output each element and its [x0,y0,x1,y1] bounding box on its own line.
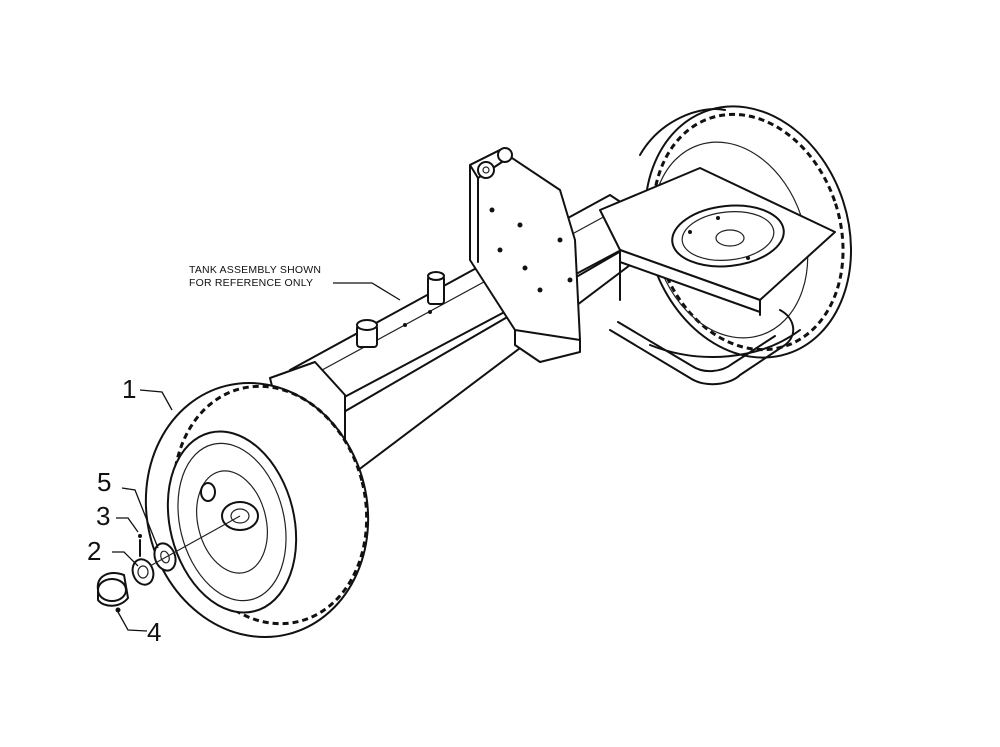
support-loop [609,309,795,386]
hub-parts [96,515,241,607]
callout-4: 4 [147,617,161,647]
callout-1: 1 [122,374,136,404]
callout-3: 3 [96,501,110,531]
reference-note-line2: FOR REFERENCE ONLY [189,277,313,289]
mount-posts [356,271,445,348]
callout-5: 5 [97,467,111,497]
center-bracket [469,147,581,363]
front-wheel [144,381,370,639]
callout-2: 2 [87,536,101,566]
tank-mount-plate [599,167,836,316]
reference-note-line1: TANK ASSEMBLY SHOWN [189,264,321,276]
leader-lines [112,282,401,632]
